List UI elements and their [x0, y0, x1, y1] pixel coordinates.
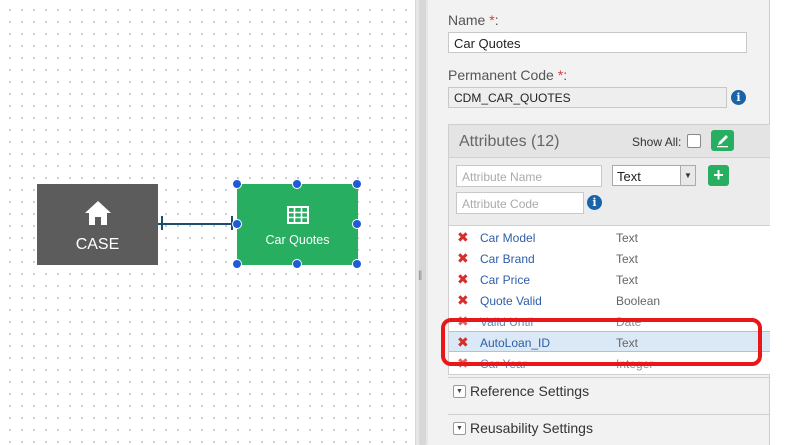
reusability-settings-label: Reusability Settings [470, 420, 593, 436]
remove-icon[interactable]: ✖ [457, 229, 469, 245]
splitter-knob-icon: || [418, 270, 422, 281]
case-node-label: CASE [75, 236, 120, 253]
show-all-label: Show All: [632, 135, 682, 149]
show-all-checkbox[interactable] [687, 134, 701, 148]
reference-settings-section[interactable]: ▼ Reference Settings [448, 377, 775, 404]
entity-node-car-quotes[interactable]: Car Quotes [237, 184, 358, 265]
splitter-grip[interactable] [419, 0, 426, 445]
connector-tick [161, 216, 163, 230]
attribute-type-select[interactable]: Text ▼ [612, 165, 696, 186]
resize-handle-e[interactable] [352, 219, 362, 229]
permanent-code-input[interactable]: CDM_CAR_QUOTES [448, 87, 727, 108]
relationship-connector[interactable] [158, 222, 238, 226]
name-input[interactable]: Car Quotes [448, 32, 747, 53]
chevron-down-icon: ▼ [453, 422, 466, 435]
attributes-title: Attributes (12) [459, 133, 560, 150]
new-attribute-form: Attribute Name Text ▼ + Attribute Code i [449, 158, 774, 226]
attribute-code-input[interactable]: Attribute Code [456, 192, 584, 214]
remove-icon[interactable]: ✖ [457, 334, 469, 350]
remove-icon[interactable]: ✖ [457, 250, 469, 266]
remove-icon[interactable]: ✖ [457, 292, 469, 308]
attributes-list: ✖ Car Model Text ✖ Car Brand Text ✖ Car … [449, 226, 774, 374]
highlight-annotation [441, 318, 762, 366]
resize-handle-ne[interactable] [352, 179, 362, 189]
resize-handle-sw[interactable] [232, 259, 242, 269]
reference-settings-label: Reference Settings [470, 383, 590, 399]
attribute-type: Boolean [616, 294, 661, 308]
attribute-row[interactable]: ✖ Car Model Text [449, 227, 774, 248]
resize-handle-w[interactable] [232, 219, 242, 229]
attribute-row[interactable]: ✖ Car Price Text [449, 269, 774, 290]
reusability-settings-section[interactable]: ▼ Reusability Settings [448, 414, 775, 441]
panel-right-edge [770, 0, 787, 445]
info-icon[interactable]: i [587, 195, 602, 210]
attribute-type: Text [616, 231, 639, 245]
attributes-header: Attributes (12) Show All: [449, 125, 774, 158]
attribute-name[interactable]: AutoLoan_ID [480, 336, 551, 350]
resize-handle-s[interactable] [292, 259, 302, 269]
add-attribute-button[interactable]: + [708, 165, 729, 186]
permanent-code-label: Permanent Code *: [448, 67, 568, 83]
chevron-down-icon: ▼ [453, 385, 466, 398]
case-node[interactable]: CASE [37, 184, 158, 265]
pencil-icon [717, 135, 728, 148]
attribute-row-selected[interactable]: ✖ AutoLoan_ID Text [449, 331, 774, 352]
home-icon [85, 201, 111, 225]
attribute-name[interactable]: Car Model [480, 231, 536, 245]
attribute-name[interactable]: Car Brand [480, 252, 535, 266]
attribute-name[interactable]: Car Price [480, 273, 531, 287]
attribute-name-input[interactable]: Attribute Name [456, 165, 602, 187]
remove-icon[interactable]: ✖ [457, 271, 469, 287]
attribute-type: Text [616, 273, 639, 287]
properties-panel: Name *: Car Quotes Permanent Code *: CDM… [428, 0, 775, 445]
resize-handle-n[interactable] [292, 179, 302, 189]
attributes-panel: Attributes (12) Show All: Attribute Name… [448, 124, 775, 375]
name-label: Name *: [448, 12, 499, 28]
resize-handle-se[interactable] [352, 259, 362, 269]
panel-splitter[interactable]: || [415, 0, 428, 445]
chevron-down-icon: ▼ [680, 166, 695, 185]
attribute-name[interactable]: Quote Valid [480, 294, 542, 308]
attribute-row[interactable]: ✖ Car Brand Text [449, 248, 774, 269]
resize-handle-nw[interactable] [232, 179, 242, 189]
attribute-type-value: Text [617, 169, 641, 184]
entity-node-label: Car Quotes [265, 233, 330, 247]
table-icon [287, 206, 309, 224]
diagram-canvas[interactable]: CASE Car Quotes [0, 0, 415, 445]
attribute-type: Text [616, 336, 639, 350]
attribute-type: Text [616, 252, 639, 266]
attribute-row[interactable]: ✖ Quote Valid Boolean [449, 290, 774, 311]
edit-attributes-button[interactable] [711, 130, 734, 151]
info-icon[interactable]: i [731, 90, 746, 105]
